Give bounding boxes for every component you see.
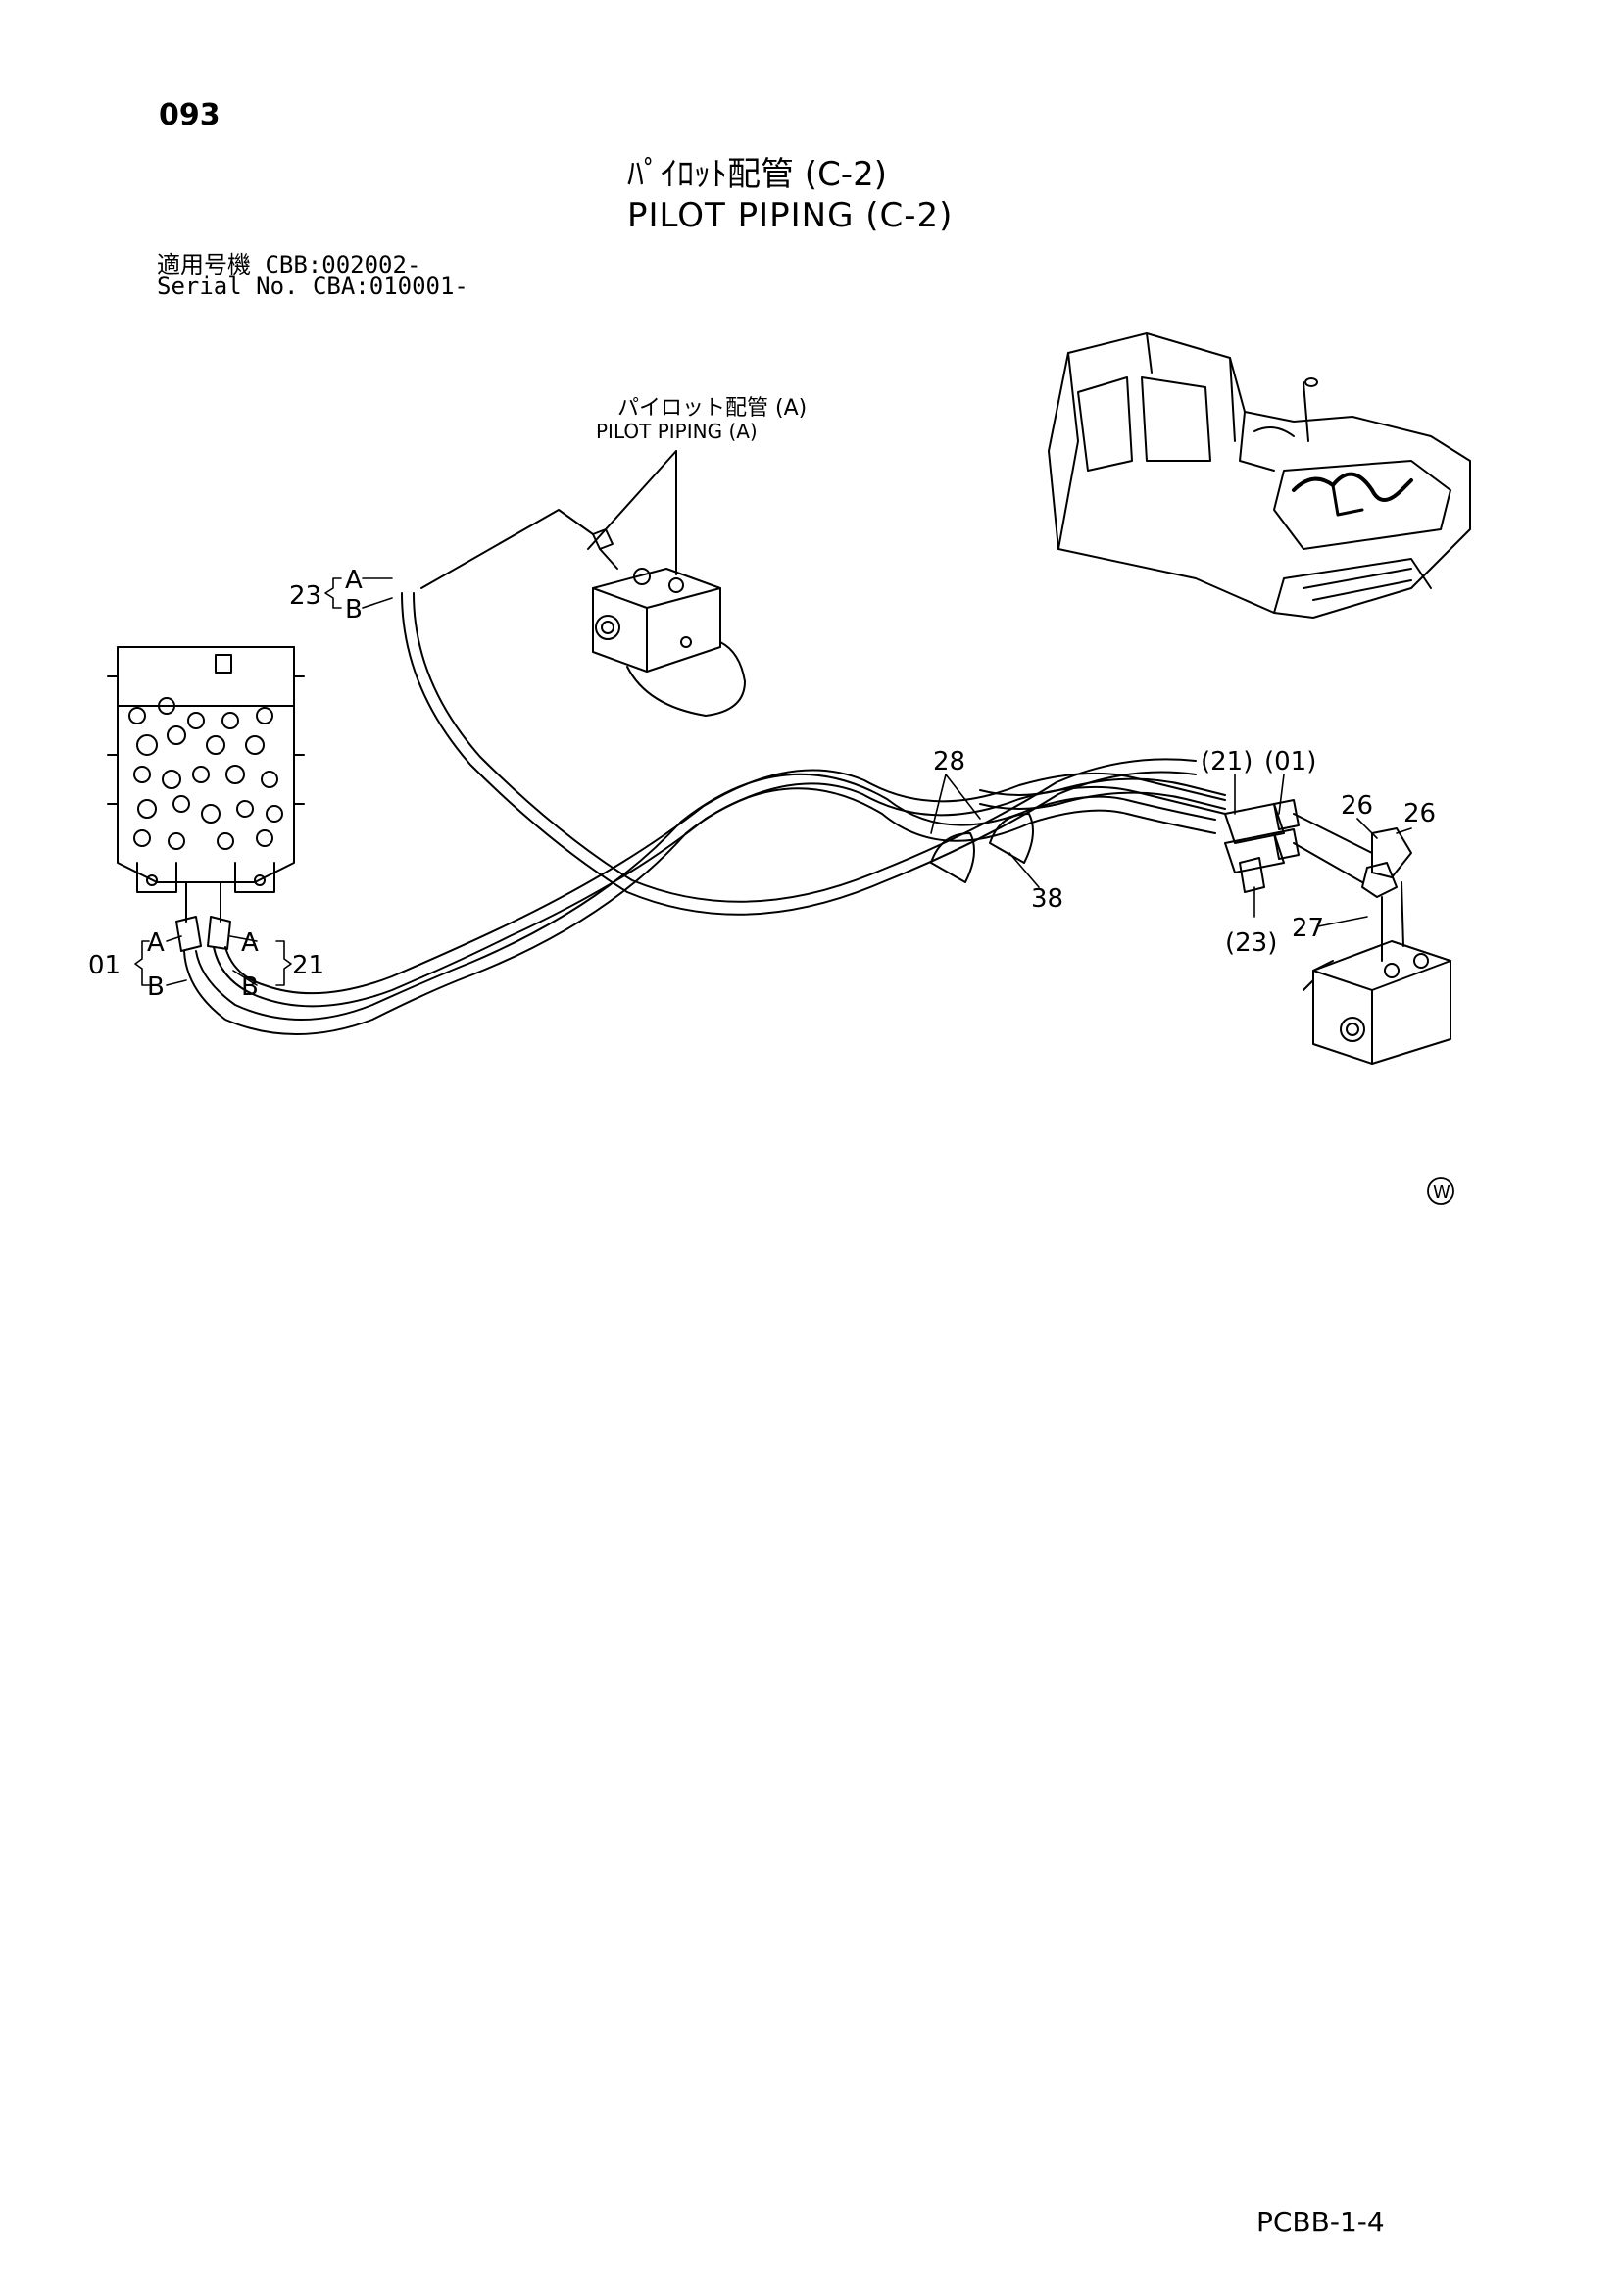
- callout-01-a: A: [147, 928, 165, 958]
- callout-26-left: 26: [1341, 791, 1373, 821]
- pilot-valve-hose-fittings: [175, 916, 231, 952]
- serial-number-line: Serial No. CBA:010001-: [157, 273, 468, 300]
- callout-labels: 23 A B 01 A B 21 A B 28 38 (21) (01) 26 …: [88, 566, 1436, 1002]
- reference-label-japanese: パイロット配管 (A): [617, 396, 808, 421]
- excavator-overview-illustration: [1048, 332, 1471, 619]
- callout-23: 23: [289, 581, 321, 611]
- page-title-english: PILOT PIPING (C-2): [627, 196, 954, 235]
- w-symbol-letter: W: [1433, 1182, 1450, 1203]
- footer-code: PCBB-1-4: [1256, 2206, 1385, 2238]
- applicable-model-line: 適用号機 CBB:002002-: [157, 251, 421, 278]
- right-fittings-and-valve: [1224, 799, 1451, 1065]
- callout-01-ref: (01): [1264, 747, 1316, 776]
- callout-28: 28: [933, 747, 965, 776]
- callout-21-a: A: [241, 928, 259, 958]
- callout-leaders: [134, 577, 1412, 986]
- callout-23-ref: (23): [1225, 928, 1277, 958]
- callout-01: 01: [88, 951, 121, 980]
- callout-27: 27: [1292, 914, 1324, 943]
- callout-21-ref: (21): [1201, 747, 1253, 776]
- page-number: 093: [159, 98, 221, 132]
- w-symbol-icon: W: [1427, 1177, 1454, 1205]
- callout-26-right: 26: [1403, 799, 1436, 828]
- callout-38: 38: [1031, 884, 1063, 914]
- callout-23-a: A: [345, 566, 363, 595]
- reference-label-english: PILOT PIPING (A): [596, 420, 758, 443]
- callout-01-b: B: [147, 973, 165, 1002]
- page-title-japanese: ﾊﾟｲﾛｯﾄ配管 (C-2): [627, 155, 887, 194]
- pilot-valve-block-top: [420, 450, 746, 717]
- callout-21-b: B: [241, 973, 259, 1002]
- pilot-hoses: [183, 592, 1226, 1035]
- hose-clamps: [930, 813, 1034, 883]
- callout-23-b: B: [345, 595, 363, 624]
- callout-21: 21: [292, 951, 324, 980]
- pilot-control-valve: [107, 646, 305, 923]
